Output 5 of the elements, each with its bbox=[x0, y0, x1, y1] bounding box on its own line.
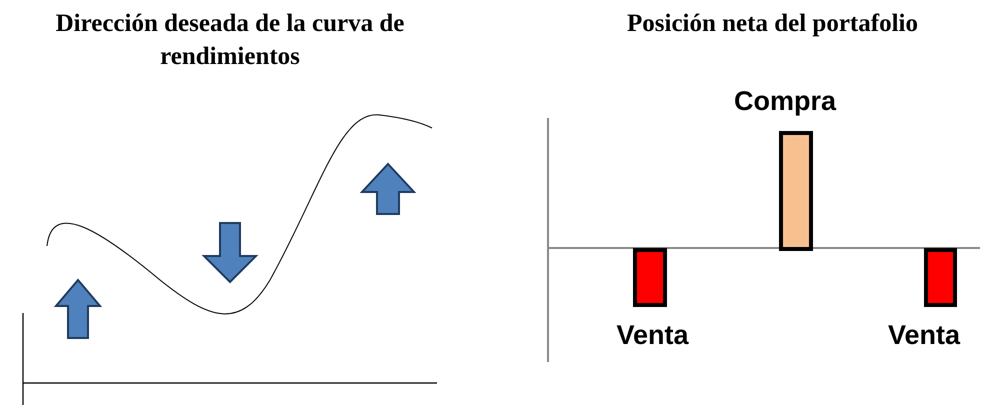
position-label: Venta bbox=[615, 320, 690, 351]
position-label: Compra bbox=[732, 86, 838, 117]
chart-title: Dirección deseada de la curva de rendimientos bbox=[54, 9, 406, 72]
chart-title: Posición neta del portafolio bbox=[626, 9, 919, 39]
position-label: Venta bbox=[886, 320, 962, 351]
